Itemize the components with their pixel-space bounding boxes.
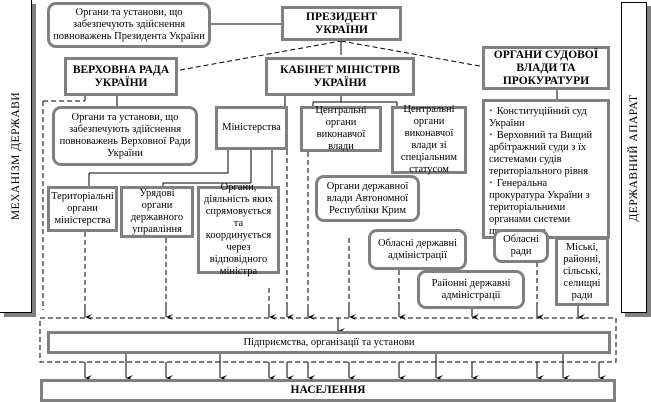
verkhovna-rada-box: ВЕРХОВНА РАДА УКРАЇНИ (64, 57, 178, 96)
coordinated-bodies-box: Органи, діяльність яких спрямовується та… (197, 182, 280, 277)
side-panel-apparatus: ДЕРЖАВНИЙ АПАРАТ (621, 2, 647, 313)
judiciary-label: ОРГАНИ СУДОВОЇ ВЛАДИ ТА ПРОКУРАТУРИ (493, 48, 599, 87)
district-admin-box: Районні державні адміністрації (417, 270, 525, 309)
judiciary-list-item: Конституційний суд України (489, 106, 603, 130)
judiciary-list-item: Верховний та Вищий арбітражний суди з їх… (489, 130, 603, 178)
judiciary-list-box: Конституційний суд України Верховний та … (482, 99, 610, 239)
side-label-mechanism: МЕХАНІЗМ ДЕРЖАВИ (9, 91, 22, 221)
central-bodies-box: Центральні органи виконавчої влади (300, 105, 382, 152)
local-councils-box: Міські, районні, сільські, селищні ради (555, 237, 609, 306)
population-label: НАСЕЛЕННЯ (290, 384, 366, 396)
side-panel-mechanism: МЕХАНІЗМ ДЕРЖАВИ (0, 0, 32, 313)
central-bodies-label: Центральні органи виконавчої влади (315, 105, 367, 152)
rada-support-label: Органи та установи, що забезпечують здій… (59, 112, 191, 159)
local-councils-label: Міські, районні, сільські, селищні ради (563, 241, 601, 301)
president-box: ПРЕЗИДЕНТ УКРАЇНИ (281, 6, 402, 41)
judiciary-list: Конституційний суд України Верховний та … (485, 106, 607, 238)
oblast-councils-box: Обласні ради (493, 229, 549, 263)
oblast-councils-label: Обласні ради (503, 234, 539, 257)
cabinet-label: КАБІНЕТ МІНІСТРІВ УКРАЇНИ (280, 63, 400, 89)
population-box: НАСЕЛЕННЯ (40, 379, 616, 402)
district-admin-label: Районні державні адміністрації (431, 277, 511, 301)
central-special-box: Центральні органи виконавчої влади зі сп… (391, 104, 467, 175)
central-special-label: Центральні органи виконавчої влади зі сп… (400, 104, 458, 175)
territorial-ministry-label: Територіальні органи міністерства (51, 191, 114, 226)
oblast-admin-label: Обласні державні адміністрації (377, 237, 458, 261)
president-label: ПРЕЗИДЕНТ УКРАЇНИ (306, 10, 377, 36)
verkhovna-rada-label: ВЕРХОВНА РАДА УКРАЇНИ (72, 63, 170, 89)
crimea-label: Органи державної влади Автономної Респуб… (326, 180, 409, 216)
cabinet-box: КАБІНЕТ МІНІСТРІВ УКРАЇНИ (265, 57, 415, 96)
president-support-label: Органи та установи, що забезпечують здій… (53, 7, 205, 42)
territorial-ministry-box: Територіальні органи міністерства (47, 186, 118, 232)
crimea-box: Органи державної влади Автономної Респуб… (315, 175, 420, 222)
gov-bodies-label: Урядові органи державного управління (130, 188, 184, 235)
enterprises-label: Підприємства, організації та установи (243, 336, 415, 348)
oblast-admin-box: Обласні державні адміністрації (368, 229, 467, 270)
president-support-box: Органи та установи, що забезпечують здій… (47, 2, 211, 48)
ministries-label: Міністерства (222, 122, 281, 133)
judiciary-box: ОРГАНИ СУДОВОЇ ВЛАДИ ТА ПРОКУРАТУРИ (482, 46, 610, 90)
enterprises-box: Підприємства, організації та установи (47, 331, 611, 354)
gov-bodies-box: Урядові органи державного управління (120, 186, 194, 238)
ministries-box: Міністерства (215, 106, 288, 150)
side-label-apparatus: ДЕРЖАВНИЙ АПАРАТ (628, 93, 640, 222)
coordinated-bodies-label: Органи, діяльність яких спрямовується та… (203, 182, 274, 277)
rada-support-box: Органи та установи, що забезпечують здій… (52, 106, 198, 166)
